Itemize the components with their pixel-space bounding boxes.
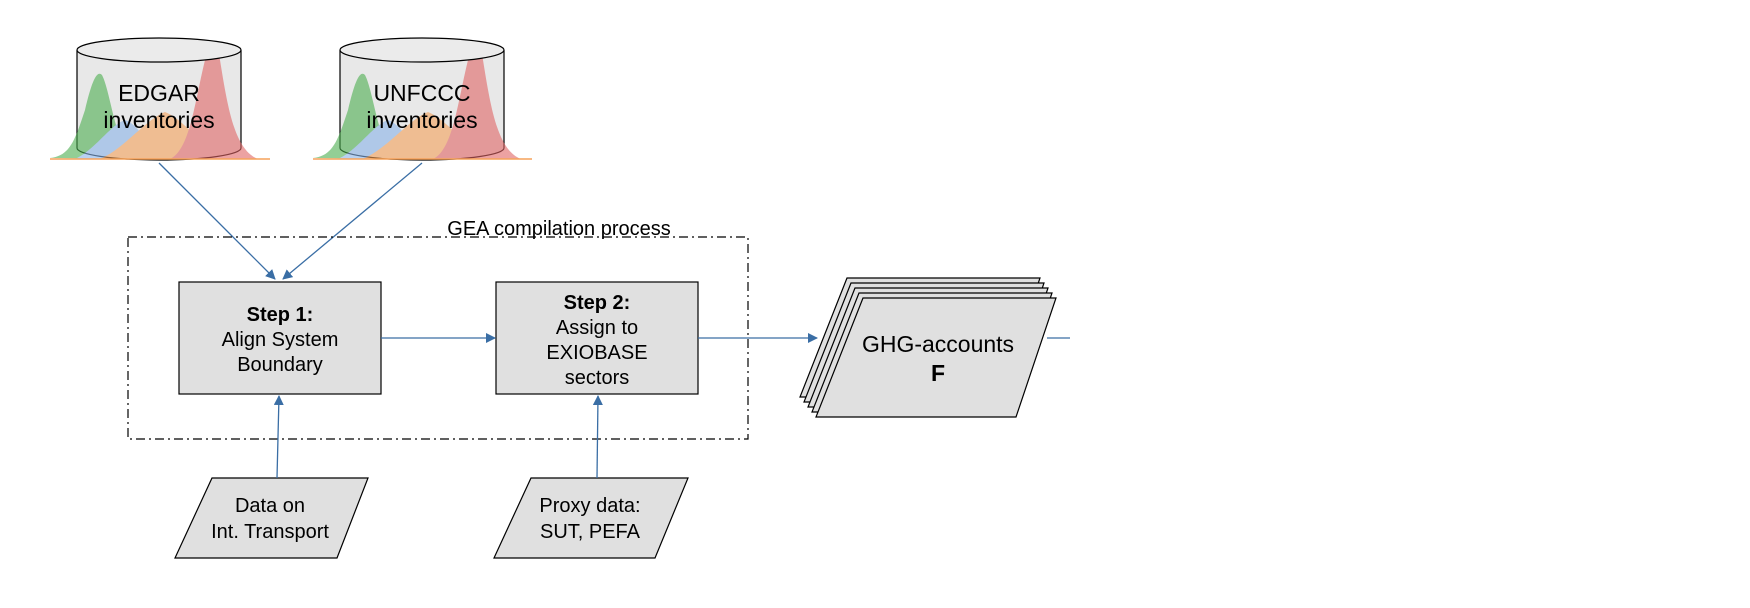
step1-line1: Align System (222, 329, 339, 351)
step2-line1: Assign to (556, 317, 638, 339)
edgar-distribution-icon (50, 41, 258, 159)
transport-input-line2: Int. Transport (211, 521, 329, 543)
step2-line2: EXIOBASE (546, 342, 647, 364)
edgar-label-line1: EDGAR (118, 80, 200, 106)
edgar-database: EDGAR inventories (50, 37, 270, 161)
step2-heading: Step 2: (564, 292, 631, 314)
proxy-data-input: Proxy data: SUT, PEFA (493, 477, 689, 559)
transport-input-line1: Data on (235, 495, 305, 517)
proxy-to-step2-arrow (592, 395, 603, 479)
proxy-input-line1: Proxy data: (539, 495, 640, 517)
ghg-accounts-output: GHG-accounts F (799, 277, 1057, 418)
unfccc-label-line1: UNFCCC (373, 80, 470, 106)
proxy-input-line2: SUT, PEFA (540, 521, 641, 543)
transport-to-step1-arrow (273, 395, 284, 479)
output-label-line1: GHG-accounts (862, 331, 1014, 357)
step1-heading: Step 1: (247, 304, 314, 326)
output-label-line2: F (931, 360, 945, 386)
gea-process-boundary (127, 236, 749, 440)
transport-data-input: Data on Int. Transport (174, 477, 369, 559)
edgar-label-line2: inventories (103, 107, 214, 133)
step2-line3: sectors (565, 367, 629, 389)
unfccc-database: UNFCCC inventories (313, 37, 532, 161)
unfccc-to-step1-arrow (282, 162, 423, 280)
step1-line2: Boundary (237, 354, 323, 376)
unfccc-label-line2: inventories (366, 107, 477, 133)
step1-box: Step 1: Align System Boundary (178, 281, 382, 395)
gea-process-title: GEA compilation process (447, 218, 670, 240)
step2-box: Step 2: Assign to EXIOBASE sectors (495, 281, 699, 395)
edgar-to-step1-arrow (158, 162, 276, 280)
unfccc-distribution-icon (313, 41, 521, 159)
